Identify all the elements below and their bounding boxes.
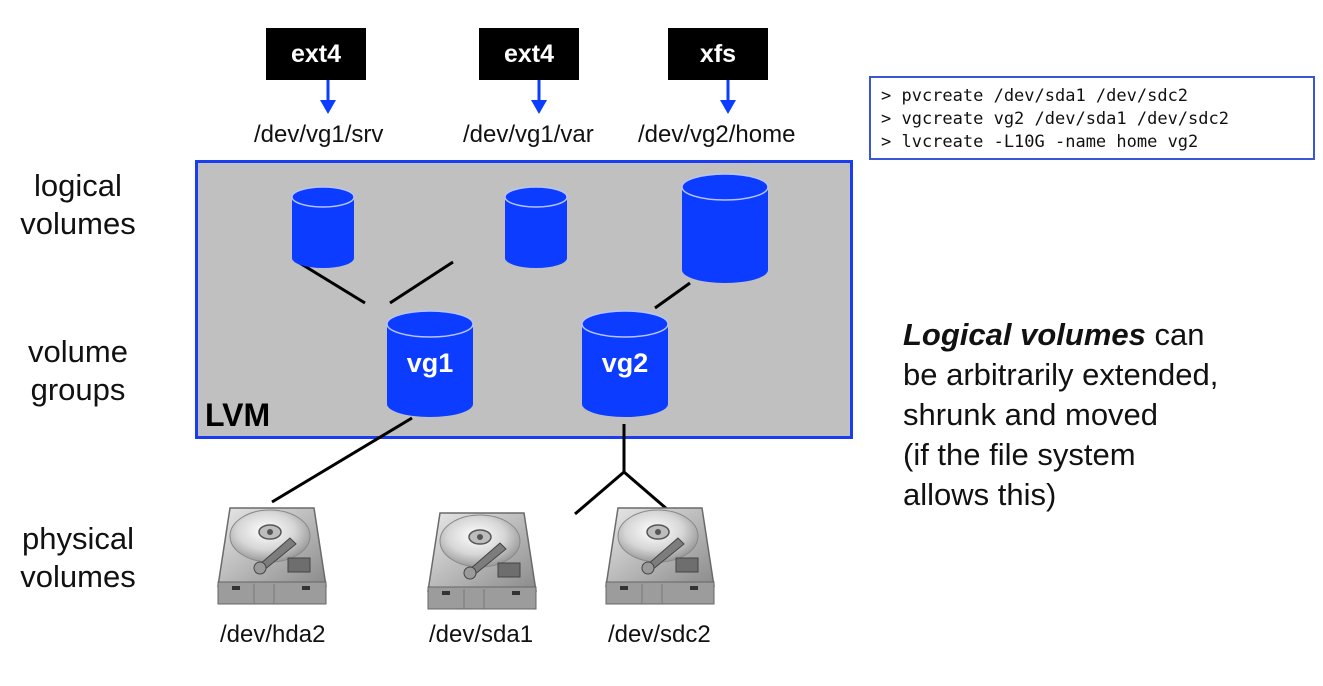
- description-text: Logical volumes can be arbitrarily exten…: [903, 315, 1313, 515]
- line-vg2-sda1: [574, 470, 625, 516]
- row-label-volume-groups: volume groups: [0, 333, 168, 409]
- row-label-physical-volumes: physical volumes: [0, 520, 168, 596]
- logical-volume-home-cylinder: [681, 173, 769, 283]
- description-line: be arbitrarily extended,: [903, 357, 1219, 392]
- row-label-line: logical: [34, 168, 122, 203]
- line-srv-vg1: [297, 260, 366, 305]
- volume-group-vg2-cylinder: vg2: [581, 310, 669, 417]
- hard-disk-icon-sda1: [427, 512, 537, 610]
- row-label-line: volume: [28, 334, 128, 369]
- lv-device-path-srv: /dev/vg1/srv: [254, 121, 384, 148]
- command-line: > vgcreate vg2 /dev/sda1 /dev/sdc2: [881, 109, 1229, 129]
- filesystem-box-srv: ext4: [266, 28, 366, 80]
- row-label-line: physical: [22, 521, 134, 556]
- vg1-label: vg1: [407, 348, 454, 378]
- command-box: > pvcreate /dev/sda1 /dev/sdc2 > vgcreat…: [869, 76, 1315, 160]
- command-line: > lvcreate -L10G -name home vg2: [881, 132, 1199, 152]
- hard-disk-icon-sdc2: [605, 507, 715, 605]
- line-var-vg1: [389, 260, 454, 305]
- row-label-line: groups: [30, 372, 126, 407]
- row-label-logical-volumes: logical volumes: [0, 167, 168, 243]
- row-label-line: volumes: [20, 206, 136, 241]
- description-line: Logical volumes can: [903, 315, 1313, 355]
- volume-group-vg1-cylinder: vg1: [386, 310, 474, 417]
- filesystem-box-home: xfs: [668, 28, 768, 80]
- description-line: (if the file system: [903, 437, 1136, 472]
- pv-label-sdc2: /dev/sdc2: [608, 621, 711, 648]
- lv-device-path-var: /dev/vg1/var: [463, 121, 594, 148]
- lvm-label: LVM: [205, 397, 271, 433]
- filesystem-type: ext4: [503, 39, 555, 68]
- vg2-label: vg2: [602, 348, 649, 378]
- line-vg1-hda2: [271, 416, 413, 504]
- description-line: shrunk and moved: [903, 397, 1159, 432]
- lv-device-path-home: /dev/vg2/home: [638, 121, 796, 148]
- hard-disk-icon-hda2: [217, 507, 327, 605]
- connector-lines: [271, 260, 691, 518]
- pv-label-hda2: /dev/hda2: [220, 621, 326, 648]
- disk-base: [605, 581, 715, 605]
- arrow-var: [531, 80, 547, 114]
- description-fragment: can: [1145, 317, 1205, 352]
- logical-volume-srv-cylinder: [291, 186, 355, 268]
- row-label-line: volumes: [20, 559, 136, 594]
- filesystem-type: ext4: [290, 39, 342, 68]
- disk-base: [217, 581, 327, 605]
- command-line: > pvcreate /dev/sda1 /dev/sdc2: [881, 86, 1189, 106]
- filesystem-box-var: ext4: [479, 28, 579, 80]
- pv-label-sda1: /dev/sda1: [429, 621, 534, 648]
- description-line: allows this): [903, 477, 1057, 512]
- logical-volume-var-cylinder: [504, 186, 568, 268]
- line-home-vg2: [654, 281, 691, 310]
- filesystem-type: xfs: [699, 39, 737, 68]
- disk-base: [427, 586, 537, 610]
- arrow-srv: [320, 80, 336, 114]
- arrow-home: [720, 80, 736, 114]
- description-emphasis: Logical volumes: [903, 317, 1146, 352]
